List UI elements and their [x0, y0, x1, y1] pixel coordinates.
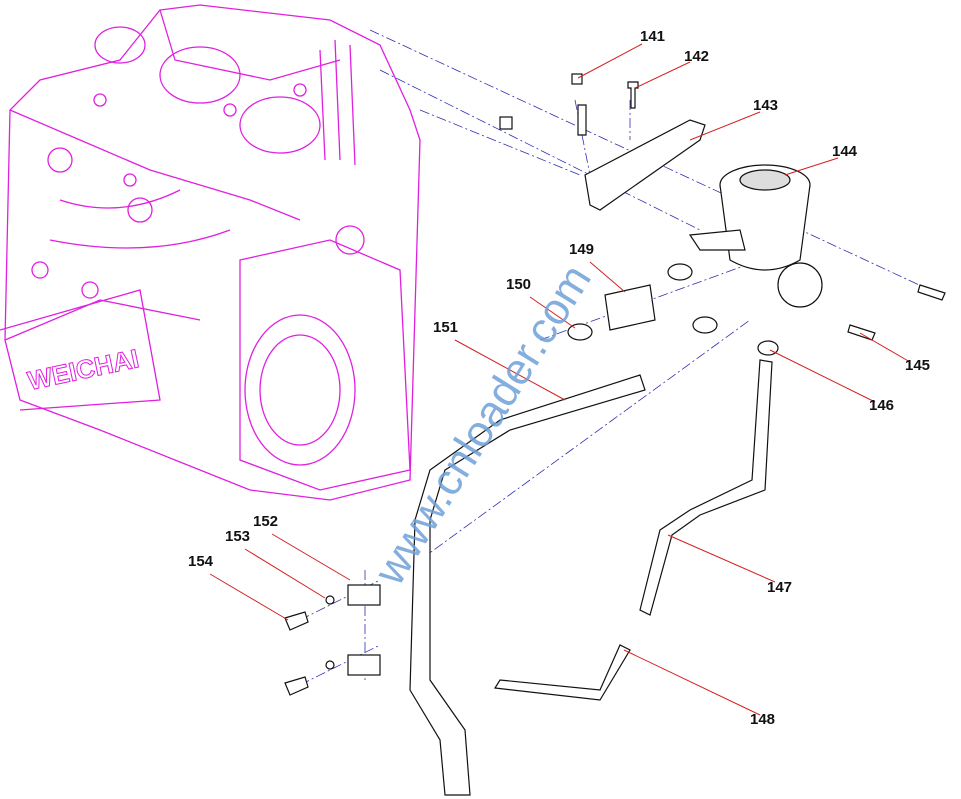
hose-151 — [409, 374, 646, 796]
engine-brand-logo: WEICHAI — [25, 343, 141, 396]
bolt-145 — [917, 284, 946, 301]
callout-152: 152 — [253, 513, 279, 530]
bolt-142 — [627, 81, 639, 109]
callout-149: 149 — [569, 241, 595, 258]
callout-146: 146 — [869, 397, 895, 414]
nut — [499, 116, 513, 130]
callout-145: 145 — [905, 357, 931, 374]
callout-148: 148 — [750, 711, 776, 728]
callout-154: 154 — [188, 553, 214, 570]
clamp-152 — [347, 584, 381, 606]
callout-151: 151 — [433, 319, 459, 336]
callout-143: 143 — [753, 97, 779, 114]
hose-149 — [604, 284, 656, 331]
center-lines — [299, 29, 931, 686]
parts — [284, 73, 946, 796]
callout-142: 142 — [684, 48, 710, 65]
callout-153: 153 — [225, 528, 251, 545]
engine-block — [0, 4, 421, 501]
pipe-148 — [493, 644, 631, 701]
bracket-143 — [584, 119, 706, 211]
callout-141: 141 — [640, 28, 666, 45]
callout-144: 144 — [832, 143, 858, 160]
bolt-154 — [284, 611, 309, 631]
hose-147 — [639, 359, 773, 616]
callout-150: 150 — [506, 276, 532, 293]
callout-147: 147 — [767, 579, 793, 596]
nut-141 — [571, 73, 583, 85]
leader-lines — [209, 43, 911, 716]
